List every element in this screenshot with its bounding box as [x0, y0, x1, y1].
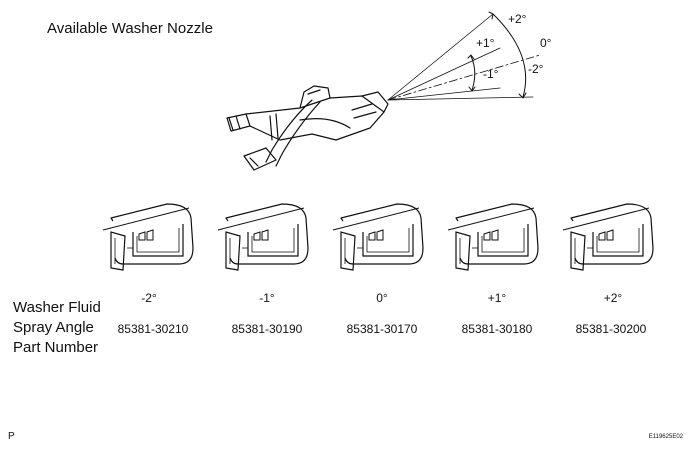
label-plus2: +2°: [508, 12, 527, 26]
spray-line-minus2: [387, 96, 534, 101]
nozzle-tip-plus1: [447, 203, 539, 271]
nozzle-tip-plus2: [562, 203, 654, 271]
nozzle-tip-zero: [332, 203, 424, 271]
outer-angle-arc: [492, 13, 527, 98]
row-label-washer-fluid: Washer Fluid: [13, 299, 101, 316]
label-minus1: -1°: [483, 67, 499, 81]
nozzle-angle: +2°: [603, 291, 623, 305]
nozzle-part-number: 85381-30200: [575, 322, 647, 336]
nozzle-angle: -1°: [259, 291, 275, 305]
figure-code: E119625E02: [648, 434, 683, 440]
label-plus1: +1°: [476, 36, 495, 50]
nozzle-tip-minus2: [102, 203, 194, 271]
row-label-spray-angle: Spray Angle: [13, 319, 94, 336]
washer-nozzle-illustration: [226, 85, 389, 171]
nozzle-angle: +1°: [487, 291, 507, 305]
spray-line-plus1: [387, 47, 501, 101]
spray-line-minus1: [387, 87, 501, 101]
nozzle-angle: -2°: [141, 291, 157, 305]
inner-angle-arc: [470, 55, 476, 91]
nozzle-tip-minus1: [217, 203, 309, 271]
footer-left-code: P: [8, 431, 15, 442]
label-minus2: -2°: [528, 62, 544, 76]
row-label-part-number: Part Number: [13, 339, 99, 356]
nozzle-part-number: 85381-30180: [461, 322, 533, 336]
diagram-title: Available Washer Nozzle: [47, 20, 213, 37]
nozzle-part-number: 85381-30170: [346, 322, 418, 336]
label-zero: 0°: [540, 36, 552, 50]
spray-line-zero: [387, 54, 541, 101]
nozzle-part-number: 85381-30190: [231, 322, 303, 336]
nozzle-part-number: 85381-30210: [117, 322, 189, 336]
spray-line-plus2: [387, 13, 494, 101]
nozzle-angle: 0°: [376, 291, 388, 305]
